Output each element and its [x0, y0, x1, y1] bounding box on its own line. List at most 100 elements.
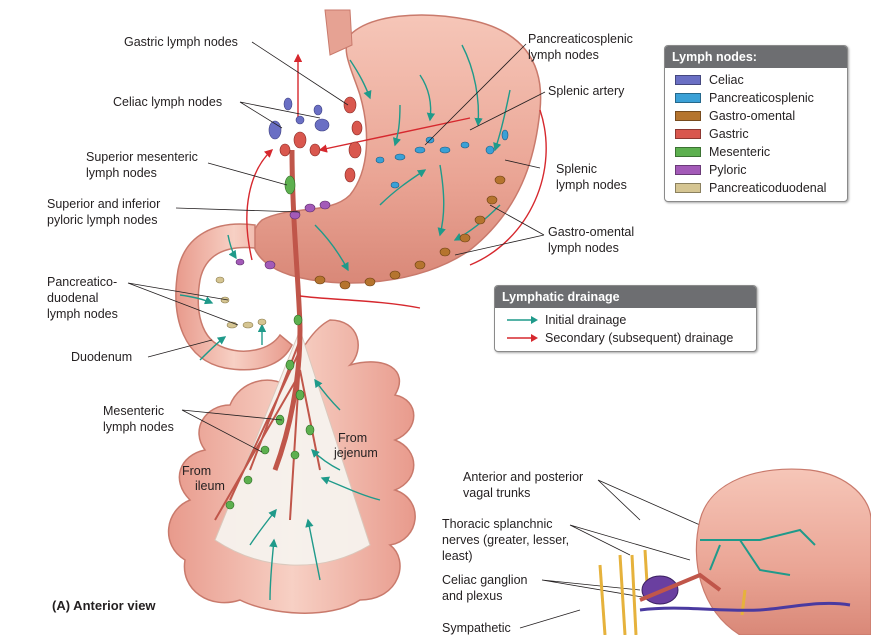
label-superior-mesenteric-2: lymph nodes: [86, 166, 157, 180]
pyloric-nodes: [235, 200, 331, 270]
teal-arrow-18: [305, 518, 321, 581]
label-superior-mesenteric-1: Superior mesenteric: [86, 150, 198, 164]
legend-swatch: [675, 165, 701, 175]
legend-swatch: [675, 93, 701, 103]
teal-arrow-5: [392, 104, 402, 147]
mesenteric-branches: [214, 339, 321, 521]
legend-title: Lymph nodes:: [665, 46, 847, 68]
legend-item: Pancreaticosplenic: [665, 89, 847, 107]
label-sympathetic: Sympathetic: [442, 621, 511, 635]
duodenum: [175, 223, 293, 371]
legend-item: Celiac: [665, 71, 847, 89]
label-splenic-artery: Splenic artery: [548, 84, 625, 98]
teal-arrow-6: [379, 169, 427, 206]
legend-item: Gastro-omental: [665, 107, 847, 125]
label-gastro-omental-1: Gastro-omental: [548, 225, 635, 239]
label-thoracic-3: least): [442, 549, 473, 563]
legend-item: Pancreaticoduodenal: [665, 179, 847, 197]
legend-item: Gastric: [665, 125, 847, 143]
label-pancreaticosplenic-2: lymph nodes: [528, 48, 599, 62]
label-pancreaticoduodenal-2: duodenal: [47, 291, 99, 305]
arrow-icon: [507, 334, 538, 342]
mesenteric-nodes: [225, 175, 315, 510]
label-from-ileum-1: From: [182, 464, 212, 478]
label-mesenteric-1: Mesenteric: [103, 404, 165, 418]
label-celiac-ganglion-1: Celiac ganglion: [442, 573, 528, 587]
pancreaticosplenic-nodes: [375, 129, 509, 189]
legend-label: Pyloric: [709, 163, 747, 177]
label-gastric-lymph-nodes: Gastric lymph nodes: [124, 35, 238, 49]
teal-arrow-12: [199, 336, 227, 361]
label-celiac-ganglion-2: and plexus: [442, 589, 503, 603]
teal-arrow-4: [493, 89, 511, 152]
legend-label: Mesenteric: [709, 145, 771, 159]
teal-arrow-9: [314, 224, 349, 272]
vagal-branches: [700, 528, 816, 576]
label-splenic-lymph-nodes-1: Splenic: [556, 162, 597, 176]
teal-arrow-1: [349, 59, 372, 100]
teal-arrow-17: [249, 508, 277, 546]
teal-arrow-2: [419, 74, 436, 122]
figure-caption: (A) Anterior view: [52, 598, 156, 613]
red-arrow-5: [299, 295, 421, 309]
gastro-omental-nodes: [314, 175, 506, 290]
legend-swatch: [675, 129, 701, 139]
red-arrow-4: [246, 149, 274, 261]
legend-swatch: [675, 111, 701, 121]
teal-arrow-7: [437, 164, 446, 237]
label-pyloric-1: Superior and inferior: [47, 197, 161, 211]
plexus: [639, 601, 851, 612]
label-from-jejenum-1: From: [338, 431, 368, 445]
drainage-item: Initial drainage: [495, 311, 756, 329]
legend-swatch: [675, 75, 701, 85]
drainage-item: Secondary (subsequent) drainage: [495, 329, 756, 347]
celiac-nodes: [268, 97, 330, 140]
mesentery: [214, 328, 371, 566]
drainage-label: Secondary (subsequent) drainage: [545, 331, 734, 345]
label-thoracic-2: nerves (greater, lesser,: [442, 533, 570, 547]
teal-arrow-11: [179, 294, 214, 305]
label-celiac-lymph-nodes: Celiac lymph nodes: [113, 95, 223, 109]
pancreaticoduodenal-nodes: [215, 276, 267, 329]
legend-swatch: [675, 183, 701, 193]
label-duodenum: Duodenum: [71, 350, 133, 364]
celiac-artery: [639, 572, 722, 602]
legend-label: Celiac: [709, 73, 744, 87]
label-gastro-omental-2: lymph nodes: [548, 241, 619, 255]
teal-arrow-19: [269, 538, 278, 601]
teal-arrow-14: [314, 378, 341, 411]
red-arrow-2: [318, 117, 471, 153]
esophagus: [324, 9, 353, 56]
drainage-label: Initial drainage: [545, 313, 627, 327]
teal-arrow-16: [320, 476, 381, 501]
inset-stomach: [695, 468, 871, 635]
legend-label: Gastro-omental: [709, 109, 796, 123]
label-from-ileum-2: ileum: [195, 479, 225, 493]
label-vagal-2: vagal trunks: [463, 486, 531, 500]
label-pyloric-2: pyloric lymph nodes: [47, 213, 158, 227]
label-thoracic-1: Thoracic splanchnic: [442, 517, 553, 531]
label-pancreaticoduodenal-1: Pancreatico-: [47, 275, 118, 289]
legend-item: Mesenteric: [665, 143, 847, 161]
legend-label: Pancreaticoduodenal: [709, 181, 827, 195]
legend-swatch: [675, 147, 701, 157]
label-from-jejenum-2: jejenum: [334, 446, 378, 460]
drainage-legend-title: Lymphatic drainage: [495, 286, 756, 308]
gastric-nodes: [279, 96, 363, 183]
label-pancreaticosplenic-1: Pancreaticosplenic: [528, 32, 633, 46]
legend-label: Pancreaticosplenic: [709, 91, 814, 105]
label-splenic-lymph-nodes-2: lymph nodes: [556, 178, 627, 192]
label-pancreaticoduodenal-3: lymph nodes: [47, 307, 118, 321]
teal-arrow-3: [461, 44, 483, 127]
label-vagal-1: Anterior and posterior: [463, 470, 584, 484]
label-mesenteric-2: lymph nodes: [103, 420, 174, 434]
arrow-icon: [507, 316, 538, 324]
red-arrow-3: [469, 109, 547, 266]
teal-arrow-15: [311, 449, 341, 471]
stomach: [252, 14, 542, 284]
legend-item: Pyloric: [665, 161, 847, 179]
teal-arrow-10: [227, 234, 237, 260]
legend-label: Gastric: [709, 127, 749, 141]
